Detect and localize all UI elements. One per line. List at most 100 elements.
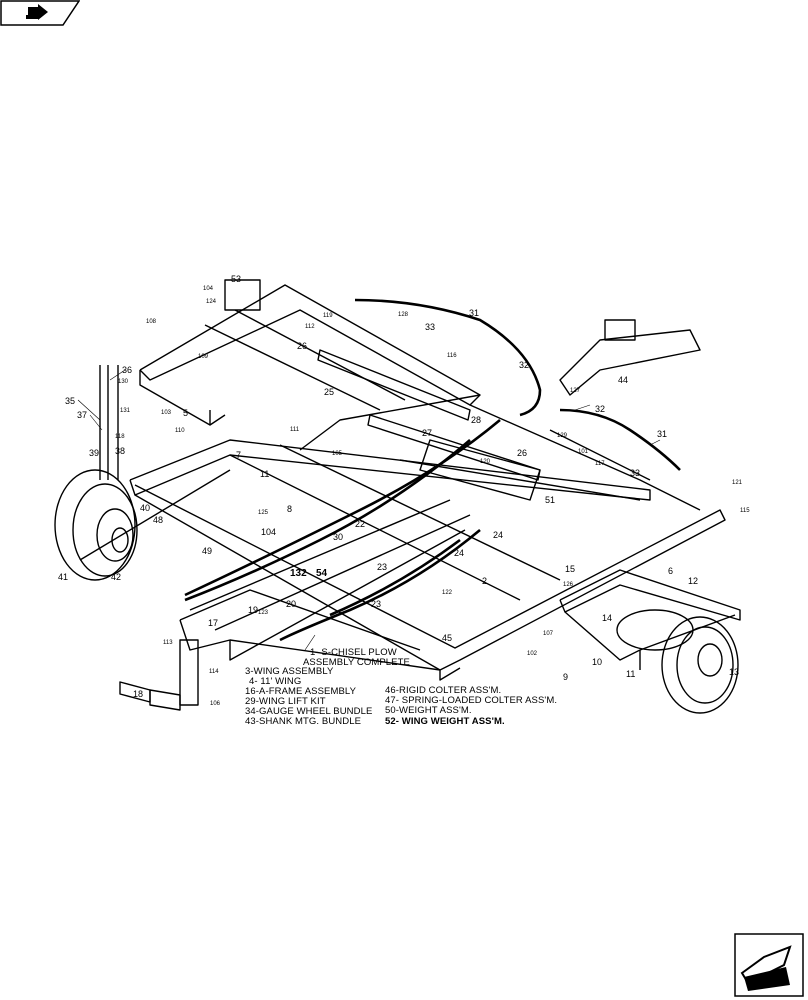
hw-103: 103 (161, 410, 172, 416)
callout-22: 22 (355, 519, 365, 529)
callout-104: 104 (261, 527, 276, 537)
hw-111: 111 (290, 427, 300, 433)
callout-26: 26 (297, 341, 307, 351)
implement-frame (54, 279, 741, 714)
callout-49: 49 (202, 546, 212, 556)
legend-item-50: 50-WEIGHT ASS'M. (385, 705, 472, 716)
callout-8: 8 (287, 504, 292, 514)
callout-40: 40 (140, 503, 150, 513)
hw-125: 125 (258, 510, 269, 516)
hardware-callouts: 104 124 108 112 119 128 116 109 130 131 … (115, 286, 750, 707)
legend-item-3: 3-WING ASSEMBLY (245, 666, 334, 677)
page-forward-icon (740, 945, 792, 991)
callout-36: 36 (122, 365, 132, 375)
legend-item-34: 34-GAUGE WHEEL BUNDLE (245, 706, 373, 717)
hw-122: 122 (442, 590, 453, 596)
callout-32: 32 (519, 360, 529, 370)
previous-page-tab[interactable] (0, 0, 80, 26)
hw-101: 101 (578, 449, 589, 455)
callout-33b: 33 (630, 468, 640, 478)
callout-24: 24 (493, 530, 503, 540)
callout-38: 38 (115, 446, 125, 456)
callout-30: 30 (333, 532, 343, 542)
hw-114: 114 (209, 669, 219, 675)
hw-105: 105 (332, 451, 343, 457)
hw-116: 116 (447, 353, 457, 359)
hw-130: 130 (118, 379, 129, 385)
hw-131: 131 (120, 408, 131, 414)
callout-31b: 31 (657, 429, 667, 439)
hw-115: 115 (740, 508, 750, 514)
callout-5: 5 (183, 408, 188, 418)
page-back-icon (26, 4, 48, 20)
hw-107: 107 (543, 631, 554, 637)
callout-28: 28 (471, 415, 481, 425)
hydraulic-hoses (184, 298, 681, 642)
callout-24b: 24 (454, 548, 464, 558)
legend-item-52: 52- WING WEIGHT ASS'M. (385, 716, 505, 727)
callout-11: 11 (260, 469, 269, 479)
callout-39: 39 (89, 448, 99, 458)
callout-27: 27 (422, 428, 432, 438)
callout-14: 14 (602, 613, 612, 623)
callout-20: 20 (286, 599, 296, 609)
hw-129: 129 (557, 433, 568, 439)
legend-item-1-line-2: ASSEMBLY COMPLETE (303, 657, 410, 668)
callout-35: 35 (65, 396, 75, 406)
callout-2: 2 (482, 576, 487, 586)
callout-23: 23 (377, 562, 387, 572)
legend-item-43: 43-SHANK MTG. BUNDLE (245, 716, 362, 727)
callout-10: 10 (592, 657, 602, 667)
hw-123: 123 (258, 610, 269, 616)
hw-113: 113 (163, 640, 173, 646)
hw-121: 121 (732, 480, 743, 486)
hw-117: 117 (595, 461, 605, 467)
hw-106: 106 (210, 701, 221, 707)
hw-124: 124 (206, 299, 217, 305)
callout-54: 54 (316, 568, 328, 579)
callout-33: 33 (425, 322, 435, 332)
hw-119: 119 (323, 313, 333, 319)
callout-41: 41 (58, 572, 68, 582)
legend-item-4: 4- 11' WING (249, 676, 302, 687)
legend-item-1-line-1: 1- S-CHISEL PLOW (310, 647, 397, 658)
callout-26b: 26 (517, 448, 527, 458)
callout-132: 132 (290, 568, 307, 579)
callout-12: 12 (688, 576, 698, 586)
hw-118: 118 (115, 434, 125, 440)
callout-13: 13 (729, 667, 739, 677)
callout-9: 9 (563, 672, 568, 682)
next-page-tab[interactable] (734, 933, 804, 997)
legend-item-29: 29-WING LIFT KIT (245, 696, 326, 707)
hw-102: 102 (527, 651, 538, 657)
hw-112: 112 (305, 324, 315, 330)
hw-127: 127 (570, 388, 581, 394)
callout-42: 42 (111, 572, 121, 582)
hw-126: 126 (563, 582, 574, 588)
hw-110: 110 (175, 428, 185, 434)
callout-23b: 23 (371, 599, 381, 609)
callout-labels: 53 31 33 32 44 26 36 35 37 5 25 32 28 27… (58, 274, 739, 699)
callout-17: 17 (208, 618, 218, 628)
hw-128: 128 (398, 312, 409, 318)
callout-44: 44 (618, 375, 628, 385)
legend-item-47: 47- SPRING-LOADED COLTER ASS'M. (385, 695, 558, 706)
callout-32b: 32 (595, 404, 605, 414)
callout-19: 19 (248, 605, 258, 615)
callout-11b: 11 (626, 669, 635, 679)
callout-48: 48 (153, 515, 163, 525)
callout-25: 25 (324, 387, 334, 397)
callout-7: 7 (236, 450, 241, 460)
hw-109: 109 (198, 354, 209, 360)
hw-120: 120 (480, 459, 491, 465)
callout-53: 53 (231, 274, 241, 284)
hw-104: 104 (203, 286, 214, 292)
hw-108: 108 (146, 319, 157, 325)
legend-item-16: 16-A-FRAME ASSEMBLY (245, 686, 357, 697)
callout-15: 15 (565, 564, 575, 574)
callout-31: 31 (469, 308, 479, 318)
callout-45: 45 (442, 633, 452, 643)
legend-item-46: 46-RIGID COLTER ASS'M. (385, 685, 502, 696)
callout-6: 6 (668, 566, 673, 576)
